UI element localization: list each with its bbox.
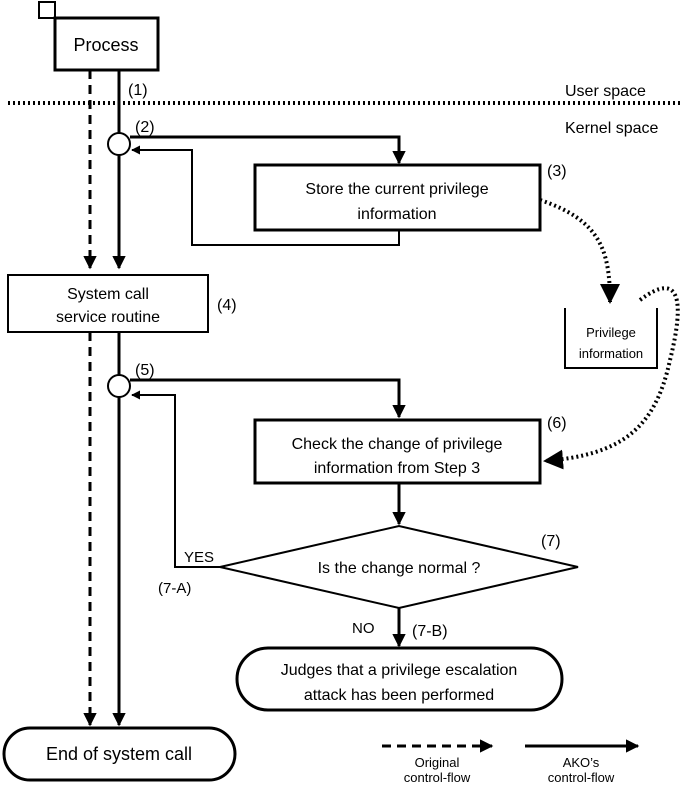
legend-ako-line1: AKO’s bbox=[563, 755, 600, 770]
judge-line1: Judges that a privilege escalation bbox=[281, 662, 518, 679]
check-line2: information from Step 3 bbox=[314, 460, 480, 477]
decision-label: Is the change normal ? bbox=[318, 560, 481, 577]
flow-to-store bbox=[130, 135, 406, 165]
privilege-to-check-flow bbox=[543, 286, 680, 470]
check-line1: Check the change of privilege bbox=[292, 436, 503, 453]
flow-to-check bbox=[130, 378, 406, 419]
no-label: NO bbox=[352, 620, 375, 637]
flow-yes-return bbox=[131, 390, 220, 568]
store-privilege-box bbox=[253, 163, 542, 232]
check-point-2 bbox=[107, 132, 131, 156]
end-of-system-call-terminal bbox=[2, 726, 237, 782]
process-corner-icon bbox=[38, 1, 56, 19]
privilege-line2: information bbox=[579, 346, 643, 361]
kernel-space-label: Kernel space bbox=[565, 120, 658, 137]
store-line1: Store the current privilege bbox=[305, 181, 488, 198]
judge-escalation-terminal bbox=[235, 646, 564, 712]
syscall-service-routine-box bbox=[7, 274, 209, 333]
step7a-label: (7-A) bbox=[158, 580, 191, 597]
step3-label: (3) bbox=[547, 163, 567, 180]
step7b-label: (7-B) bbox=[412, 623, 448, 640]
syscall-line2: service routine bbox=[56, 309, 160, 326]
legend-ako-line2: control-flow bbox=[548, 770, 615, 785]
check-point-5 bbox=[107, 374, 131, 398]
syscall-line1: System call bbox=[67, 286, 149, 303]
decision-diamond bbox=[219, 524, 579, 610]
privilege-line1: Privilege bbox=[586, 325, 636, 340]
step5-label: (5) bbox=[135, 362, 155, 379]
step6-label: (6) bbox=[547, 415, 567, 432]
process-box bbox=[53, 16, 160, 72]
judge-line2: attack has been performed bbox=[304, 687, 494, 704]
legend-original-line1: Original bbox=[415, 755, 460, 770]
privilege-information-store bbox=[564, 308, 658, 369]
check-privilege-box bbox=[253, 418, 542, 485]
step4-label: (4) bbox=[217, 297, 237, 314]
store-to-privilege-flow bbox=[539, 198, 620, 304]
yes-label: YES bbox=[184, 549, 214, 566]
user-space-label: User space bbox=[565, 83, 646, 100]
flow-return-from-store bbox=[131, 145, 400, 246]
step7-label: (7) bbox=[541, 533, 561, 550]
step1-label: (1) bbox=[128, 82, 148, 99]
store-line2: information bbox=[357, 206, 436, 223]
legend-original-line2: control-flow bbox=[404, 770, 471, 785]
process-label: Process bbox=[73, 35, 138, 55]
end-label: End of system call bbox=[46, 744, 192, 764]
step2-label: (2) bbox=[135, 119, 155, 136]
